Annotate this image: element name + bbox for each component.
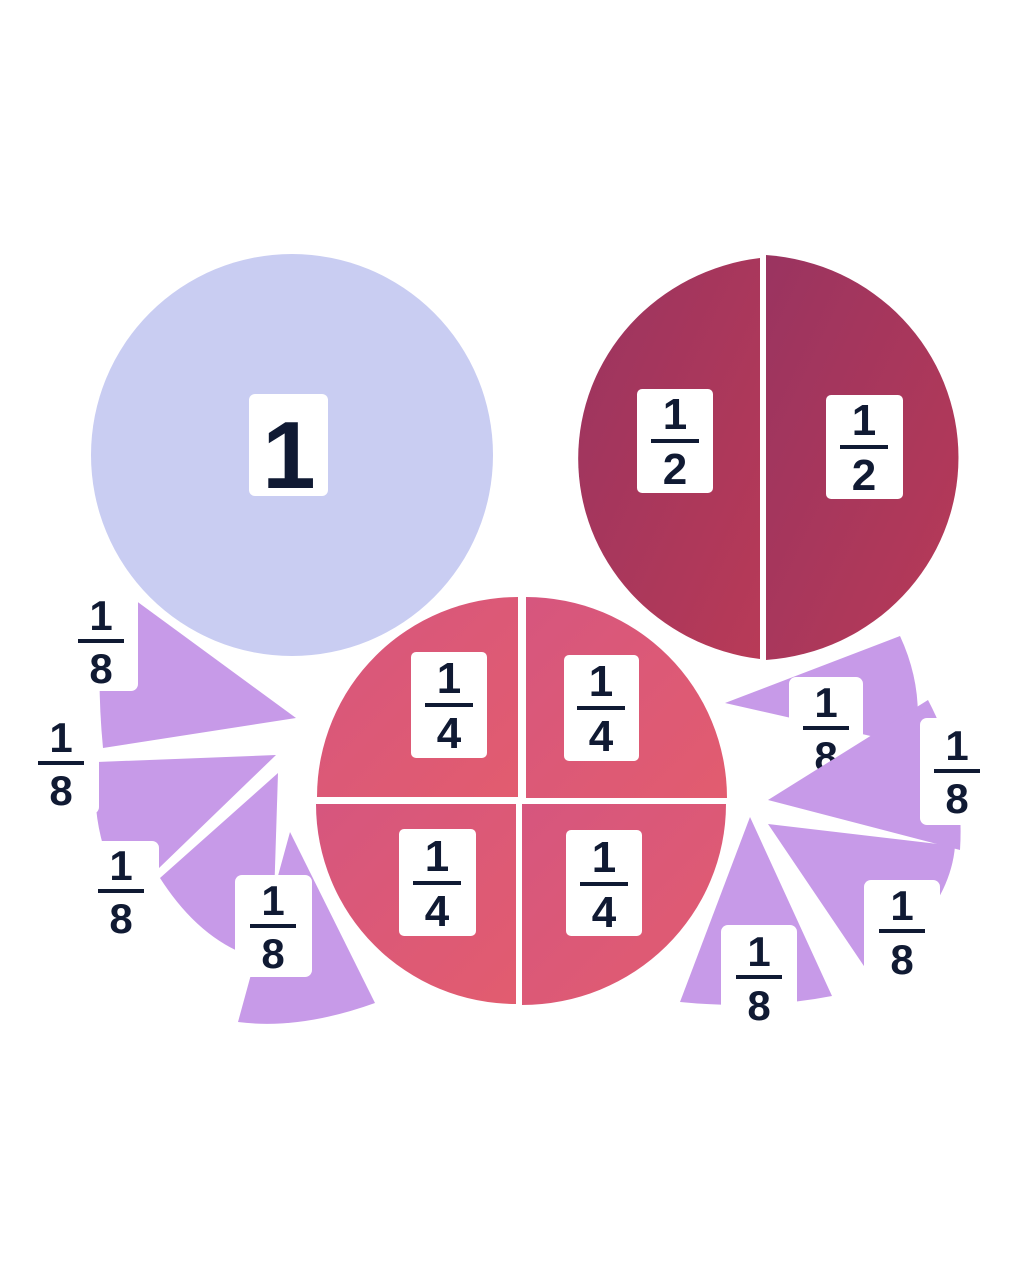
eighth-l2-label: 1 8 <box>24 712 99 814</box>
eighth-l3-label: 1 8 <box>84 841 159 942</box>
eighth-piece-right-2[interactable]: 1 8 <box>768 700 995 850</box>
quarter-br-label: 1 4 <box>566 830 642 937</box>
quarter-bl-label: 1 4 <box>399 829 476 936</box>
eighth-piece-left-4[interactable]: 1 8 <box>235 832 375 1024</box>
svg-text:1: 1 <box>89 592 112 639</box>
half-right-denominator: 2 <box>852 451 876 500</box>
half-left-numerator: 1 <box>663 390 687 439</box>
eighth-r3-label: 1 8 <box>864 880 940 984</box>
quarter-piece-top-left[interactable]: 1 4 <box>317 597 518 797</box>
svg-text:1: 1 <box>589 657 613 706</box>
svg-text:8: 8 <box>945 775 968 822</box>
svg-text:8: 8 <box>261 930 284 977</box>
quarter-piece-bottom-left[interactable]: 1 4 <box>316 804 516 1004</box>
svg-text:4: 4 <box>425 887 450 936</box>
svg-text:8: 8 <box>49 767 72 814</box>
svg-text:1: 1 <box>814 679 837 726</box>
eighth-l4-label: 1 8 <box>235 875 312 977</box>
half-piece-right[interactable]: 1 2 <box>766 255 959 660</box>
svg-text:8: 8 <box>890 936 913 983</box>
svg-text:4: 4 <box>592 888 617 937</box>
eighth-piece-right-4[interactable]: 1 8 <box>680 817 832 1031</box>
quarter-piece-top-right[interactable]: 1 4 <box>526 597 727 798</box>
whole-label-card <box>249 394 328 496</box>
eighth-r4-label: 1 8 <box>721 925 797 1031</box>
svg-text:4: 4 <box>437 709 462 758</box>
svg-text:4: 4 <box>589 712 614 761</box>
svg-text:1: 1 <box>747 928 770 975</box>
svg-text:1: 1 <box>425 832 449 881</box>
half-right-label: 1 2 <box>826 395 903 500</box>
svg-text:1: 1 <box>49 714 72 761</box>
eighth-piece-left-2[interactable]: 1 8 <box>24 712 277 869</box>
svg-text:1: 1 <box>109 842 132 889</box>
eighth-l1-label: 1 8 <box>65 590 138 692</box>
svg-text:1: 1 <box>945 722 968 769</box>
half-piece-left[interactable]: 1 2 <box>578 258 760 659</box>
svg-text:1: 1 <box>437 654 461 703</box>
svg-text:1: 1 <box>261 877 284 924</box>
half-right-numerator: 1 <box>852 396 876 445</box>
whole-numerator: 1 <box>262 402 315 509</box>
whole-circle-piece[interactable]: 1 <box>91 254 493 656</box>
half-left-denominator: 2 <box>663 445 687 494</box>
eighth-piece-left-1[interactable]: 1 8 <box>65 590 296 748</box>
svg-text:1: 1 <box>592 833 616 882</box>
quarter-tl-label: 1 4 <box>411 652 487 758</box>
svg-text:8: 8 <box>109 895 132 942</box>
svg-text:8: 8 <box>747 982 770 1029</box>
eighth-piece-right-3[interactable]: 1 8 <box>768 824 955 984</box>
svg-text:1: 1 <box>890 882 913 929</box>
quarter-tr-label: 1 4 <box>564 655 639 761</box>
quarter-piece-bottom-right[interactable]: 1 4 <box>522 804 726 1005</box>
eighth-r2-label: 1 8 <box>920 718 995 825</box>
half-left-label: 1 2 <box>637 389 713 494</box>
svg-text:8: 8 <box>89 645 112 692</box>
